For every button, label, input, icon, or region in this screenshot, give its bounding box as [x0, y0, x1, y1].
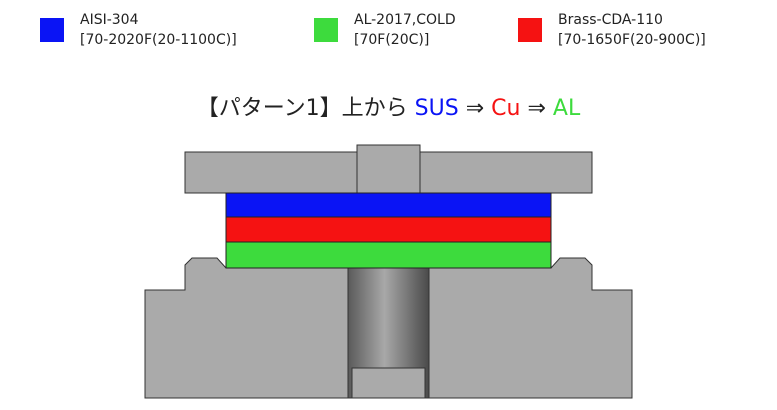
- legend-swatch-green: [314, 18, 338, 42]
- upper-punch: [356, 144, 421, 194]
- title-material-sus: SUS: [414, 96, 459, 121]
- page-title: 【パターン1】上から SUS ⇒ Cu ⇒ AL: [0, 90, 777, 122]
- legend-swatch-blue: [40, 18, 64, 42]
- legend-swatch-red: [518, 18, 542, 42]
- layer-sus: [225, 192, 552, 218]
- title-prefix: 【パターン1】上から: [196, 96, 408, 121]
- layer-cu: [225, 216, 552, 243]
- legend-range: [70F(20C)]: [354, 32, 430, 48]
- layer-al: [225, 241, 552, 269]
- title-material-al: AL: [552, 96, 581, 121]
- legend-name: Brass-CDA-110: [558, 12, 663, 28]
- legend-range: [70-1650F(20-900C)]: [558, 32, 706, 48]
- title-arrow-1: ⇒: [465, 96, 485, 121]
- title-material-cu: Cu: [491, 96, 521, 121]
- legend-name: AISI-304: [80, 12, 139, 28]
- ejector-pin: [351, 367, 426, 399]
- legend-name: AL-2017,COLD: [354, 12, 456, 28]
- legend-range: [70-2020F(20-1100C)]: [80, 32, 237, 48]
- title-arrow-2: ⇒: [527, 96, 546, 121]
